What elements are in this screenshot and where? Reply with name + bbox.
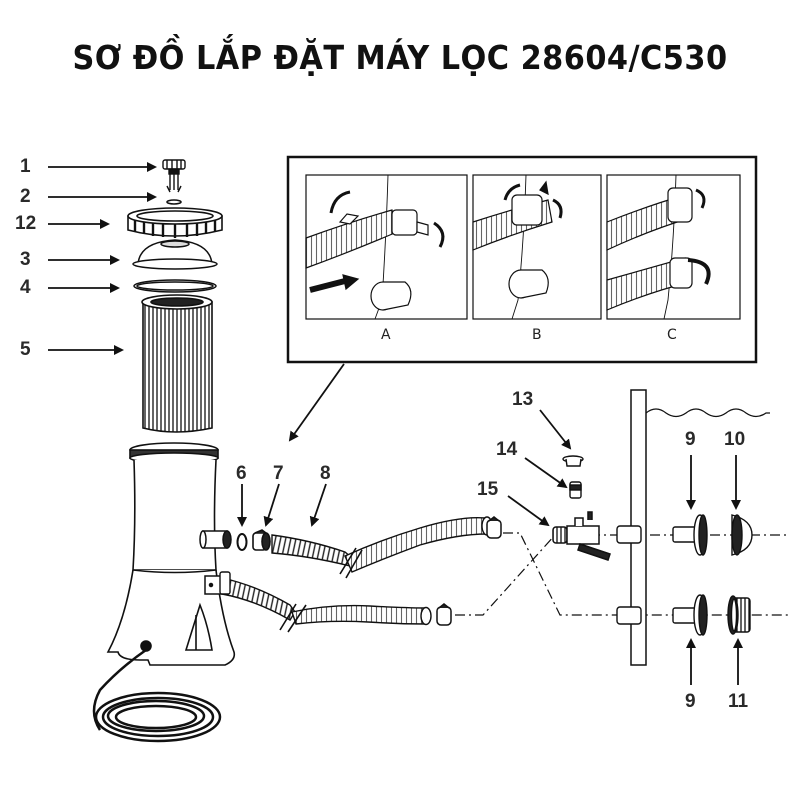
inset-panel-label-c: C <box>667 327 677 343</box>
callout-arrows-left <box>48 162 157 355</box>
callout-label-10: 10 <box>724 429 746 450</box>
hose-clamp-icon <box>252 529 271 551</box>
callout-label-11: 11 <box>728 691 749 712</box>
inset-panel-a <box>305 174 468 320</box>
strainer-grid-icon <box>731 514 753 556</box>
callout-label-12: 12 <box>15 213 37 234</box>
upper-hose-icon <box>271 516 493 579</box>
lower-hose-icon <box>221 577 432 633</box>
inset-panel-label-a: A <box>381 327 391 343</box>
inset-panel-label-b: B <box>532 327 542 343</box>
callout-label-6: 6 <box>236 463 247 484</box>
callout-arrows-strainers <box>686 455 743 685</box>
wall-fitting-top-icon <box>616 525 642 544</box>
callout-arrows-hose <box>237 483 327 527</box>
diagram-title: SƠ ĐỒ LẮP ĐẶT MÁY LỌC 28604/C530 <box>72 38 728 77</box>
filter-cartridge-icon <box>141 294 213 433</box>
upper-hose-end-clamp-icon <box>486 516 502 539</box>
housing-o-ring-icon <box>133 279 217 293</box>
strainer-connector-top-icon <box>672 514 708 556</box>
callout-label-5: 5 <box>20 339 31 360</box>
air-valve-o-ring-icon <box>166 199 182 205</box>
callout-label-15: 15 <box>477 479 499 500</box>
callout-label-8: 8 <box>320 463 331 484</box>
callout-arrows-valve <box>507 409 572 527</box>
callout-label-14: 14 <box>496 439 518 460</box>
water-surface-icon <box>645 408 770 418</box>
hose-o-ring-icon <box>236 533 248 551</box>
inset-panel-b <box>472 174 602 320</box>
callout-label-3: 3 <box>20 249 31 270</box>
power-cord-icon <box>92 648 222 743</box>
callout-label-9-top: 9 <box>685 429 696 450</box>
lower-hose-end-clamp-icon <box>436 603 452 626</box>
plunger-valve-cap-icon <box>562 455 584 467</box>
callout-label-9-bottom: 9 <box>685 691 696 712</box>
flow-nozzle-icon <box>727 595 751 635</box>
callout-label-7: 7 <box>273 463 284 484</box>
plunger-valve-icon <box>552 511 611 561</box>
pump-outlet-port-icon <box>199 530 232 549</box>
plunger-valve-connector-icon <box>569 481 582 499</box>
housing-cover-icon <box>132 239 218 270</box>
pump-housing-icon <box>106 442 236 666</box>
callout-label-2: 2 <box>20 186 31 207</box>
callout-label-13: 13 <box>512 389 534 410</box>
callout-label-4: 4 <box>20 277 31 298</box>
lower-hose-pump-clamp-icon <box>219 571 231 595</box>
inset-panel-c <box>606 174 741 320</box>
wall-fitting-bottom-icon <box>616 606 642 625</box>
strainer-connector-bottom-icon <box>672 594 708 636</box>
air-release-valve-icon <box>162 159 186 193</box>
callout-label-1: 1 <box>20 156 31 177</box>
housing-nut-icon <box>127 207 223 238</box>
